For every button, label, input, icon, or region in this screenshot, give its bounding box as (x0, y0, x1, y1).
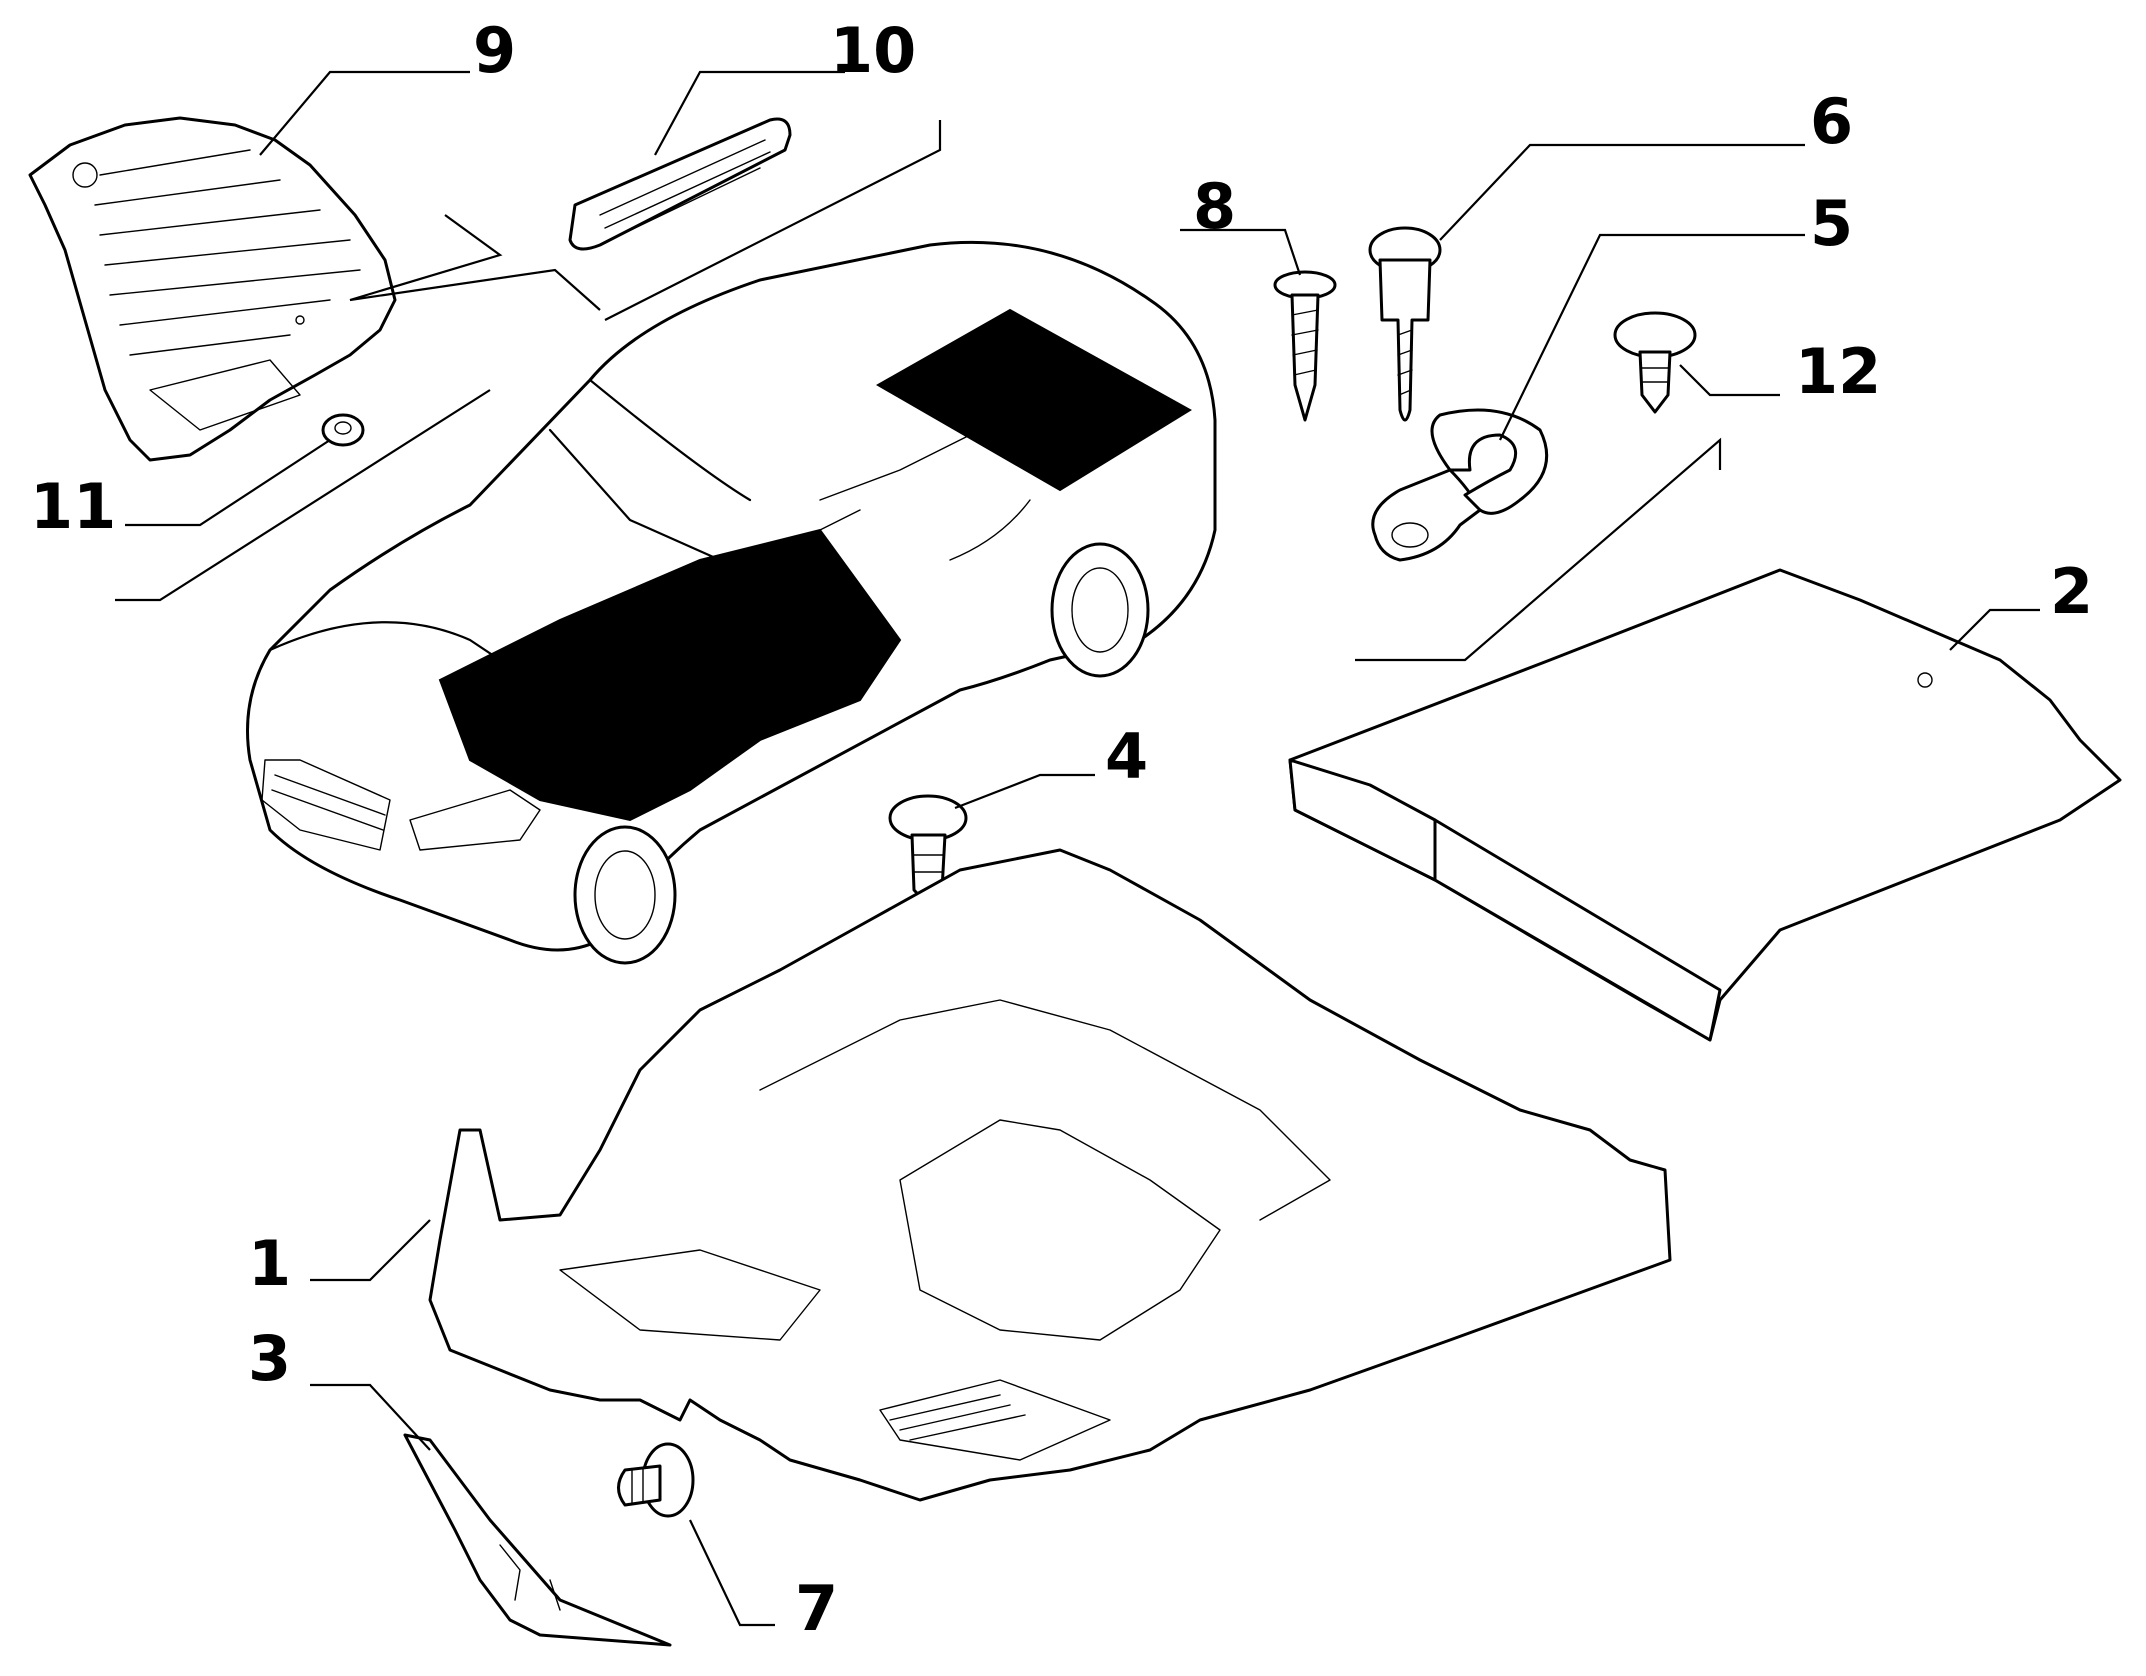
guide-line-11 (115, 389, 491, 602)
part-3-trim-strip (403, 1433, 672, 1647)
leader-6 (1439, 143, 1805, 241)
part-6-bolt (1368, 226, 1442, 422)
part-10-pad (568, 117, 792, 251)
part-11-nut (321, 413, 365, 447)
guide-line-10 (604, 120, 942, 321)
part-2-trunk-mat (1288, 568, 2122, 1042)
callout-7: 7 (795, 1572, 838, 1645)
callout-8: 8 (1193, 170, 1236, 243)
part-12-clip (1613, 311, 1697, 414)
callout-12: 12 (1795, 335, 1881, 408)
leader-10 (654, 70, 845, 156)
callout-1: 1 (248, 1227, 291, 1300)
leader-9 (259, 70, 470, 156)
callout-11: 11 (30, 470, 116, 543)
leader-11 (125, 439, 331, 527)
leader-12 (1679, 364, 1780, 397)
part-7-push-clip (617, 1442, 695, 1518)
leader-4 (954, 773, 1095, 810)
part-9-side-panel (28, 116, 397, 462)
leader-7 (689, 1519, 775, 1627)
guide-line-2 (1355, 437, 1722, 662)
part-1-floor-carpet (428, 848, 1672, 1502)
leader-8 (1180, 228, 1302, 276)
callout-2: 2 (2050, 555, 2093, 628)
leader-lines (115, 70, 2040, 1627)
car-illustration (246, 240, 1217, 965)
part-5-tie-down-ring (1371, 408, 1549, 562)
callout-labels: 9 10 11 8 6 5 12 2 4 1 3 7 (30, 14, 2093, 1645)
callout-10: 10 (830, 14, 916, 87)
guide-line-9 (349, 214, 601, 311)
leader-2 (1949, 608, 2040, 651)
leader-3 (310, 1383, 431, 1451)
leader-5 (1499, 233, 1805, 441)
callout-3: 3 (248, 1322, 291, 1395)
part-8-screw (1273, 270, 1337, 422)
callout-6: 6 (1810, 85, 1853, 158)
callout-5: 5 (1810, 187, 1853, 260)
callout-4: 4 (1105, 720, 1148, 793)
callout-9: 9 (473, 14, 516, 87)
leader-1 (310, 1219, 431, 1282)
